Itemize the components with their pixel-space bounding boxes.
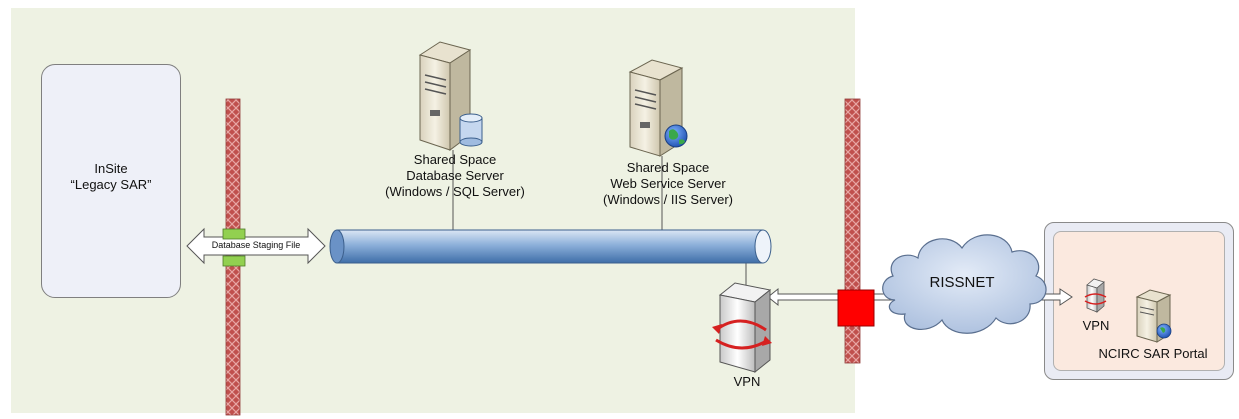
legacy-sar-system[interactable]: InSite “Legacy SAR”: [41, 64, 181, 298]
portal-globe-icon: [1156, 323, 1172, 339]
staging-port-top: [222, 228, 246, 240]
portal-vpn-label: VPN: [1082, 318, 1110, 333]
web-server-icon[interactable]: [628, 59, 688, 157]
staging-file-arrow: [186, 227, 326, 265]
web-server-label-line1: Shared Space: [626, 160, 710, 175]
rissnet-label: RISSNET: [929, 274, 995, 291]
db-server-label-line3: (Windows / SQL Server): [385, 184, 525, 199]
portal-server-icon[interactable]: [1135, 289, 1172, 343]
network-bus-pipe: [329, 229, 772, 264]
legacy-system-name: InSite: [94, 161, 128, 176]
staging-arrow-label: Database Staging File: [211, 240, 301, 250]
vpn-device-icon[interactable]: [712, 282, 772, 374]
vpn-main-label: VPN: [733, 374, 761, 389]
globe-icon: [664, 124, 688, 148]
portal-vpn-icon[interactable]: [1084, 278, 1107, 313]
legacy-system-subtitle: “Legacy SAR”: [70, 177, 152, 192]
database-server-icon[interactable]: [418, 41, 483, 151]
portal-server-label: NCIRC SAR Portal: [1098, 346, 1208, 361]
staging-port-bottom: [222, 255, 246, 267]
vpn-firewall-port: [837, 289, 875, 327]
rissnet-cloud: [882, 234, 1047, 334]
web-server-label-line2: Web Service Server: [610, 176, 726, 191]
database-cylinder-icon: [459, 113, 483, 147]
web-server-label-line3: (Windows / IIS Server): [602, 192, 734, 207]
db-server-label-line2: Database Server: [406, 168, 504, 183]
db-server-label-line1: Shared Space: [413, 152, 497, 167]
